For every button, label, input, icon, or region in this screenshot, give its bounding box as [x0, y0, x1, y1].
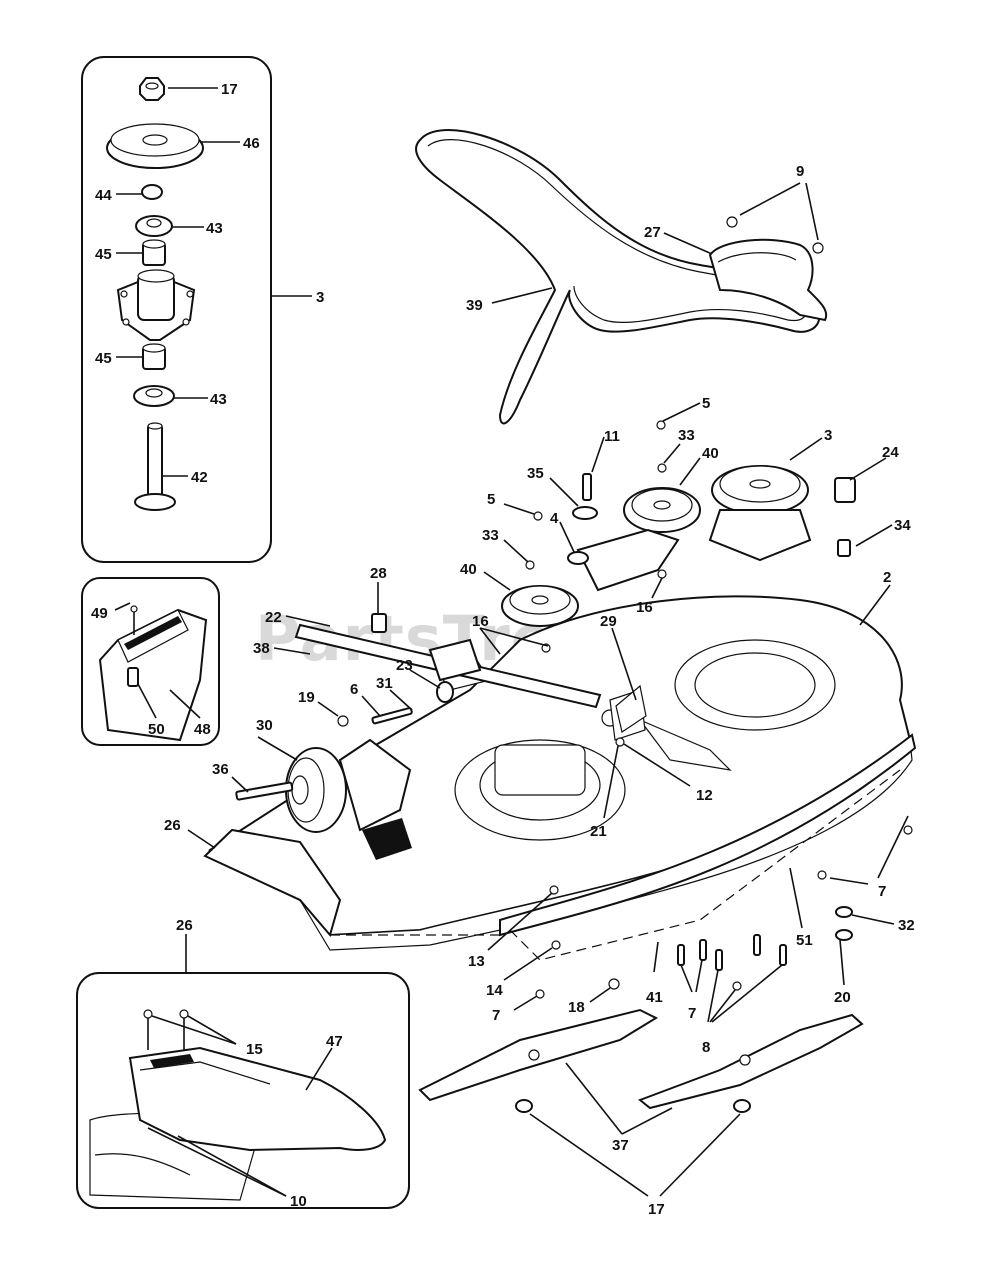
- callout-51: 51: [796, 932, 813, 949]
- callout-49: 49: [91, 605, 108, 622]
- callout-29: 29: [600, 613, 617, 630]
- belt-guard-27-icon: [708, 216, 828, 322]
- callout-8: 8: [702, 1039, 710, 1056]
- callout-19: 19: [298, 689, 315, 706]
- callout-50: 50: [148, 721, 165, 738]
- callout-5: 5: [487, 491, 495, 508]
- callout-20: 20: [834, 989, 851, 1006]
- nut-17-icon: [139, 77, 165, 101]
- blade-nut-17-left-icon: [515, 1099, 533, 1113]
- callout-43: 43: [206, 220, 223, 237]
- chute-guard-inset: 49 50 48: [81, 577, 220, 746]
- callout-9: 9: [796, 163, 804, 180]
- callout-11: 11: [604, 428, 620, 445]
- discharge-deflector-26-icon: [203, 828, 342, 938]
- baffle-51-icon: [330, 733, 917, 961]
- callout-35: 35: [527, 465, 544, 482]
- callout-27: 27: [644, 224, 661, 241]
- callout-40: 40: [460, 561, 477, 578]
- callout-12: 12: [696, 787, 713, 804]
- callout-30: 30: [256, 717, 273, 734]
- callout-28: 28: [370, 565, 387, 582]
- idler-arm-rod-icon: [294, 613, 647, 747]
- callout-15: 15: [246, 1041, 263, 1058]
- anti-scalp-wheel-30-icon: [285, 738, 412, 833]
- callout-31: 31: [376, 675, 393, 692]
- callout-48: 48: [194, 721, 211, 738]
- drive-belt-39-icon: [415, 129, 821, 425]
- callout-40: 40: [702, 445, 719, 462]
- callout-36: 36: [212, 761, 229, 778]
- callout-16: 16: [472, 613, 489, 630]
- hardware-group-lower: [535, 825, 913, 999]
- callout-26: 26: [164, 817, 181, 834]
- bushing-45-top-icon: [142, 239, 166, 266]
- callout-37: 37: [612, 1137, 629, 1154]
- blade-nut-17-right-icon: [733, 1099, 751, 1113]
- callout-2: 2: [883, 569, 891, 586]
- bearing-43-bottom-icon: [133, 385, 175, 407]
- callout-6: 6: [350, 681, 358, 698]
- callout-10: 10: [290, 1193, 307, 1210]
- callout-33: 33: [482, 527, 499, 544]
- callout-23: 23: [396, 657, 413, 674]
- callout-7: 7: [878, 883, 886, 900]
- discharge-chute-inset: 15 47 10: [76, 972, 410, 1210]
- callout-47: 47: [326, 1033, 343, 1050]
- callout-44: 44: [95, 187, 112, 204]
- callout-45: 45: [95, 246, 112, 263]
- callout-13: 13: [468, 953, 485, 970]
- callout-26: 26: [176, 917, 193, 934]
- hardware-group-upper: [525, 420, 856, 579]
- spindle-shaft-42-icon: [134, 422, 176, 511]
- callout-7: 7: [688, 1005, 696, 1022]
- mower-deck-2-icon: [208, 595, 913, 951]
- callout-7: 7: [492, 1007, 500, 1024]
- callout-16: 16: [636, 599, 653, 616]
- callout-3: 3: [316, 289, 324, 306]
- spindle-housing-icon: [116, 269, 196, 341]
- callout-17: 17: [648, 1201, 665, 1218]
- idler-pulley-40-top-icon: [576, 487, 701, 592]
- bolt-36-icon: [235, 781, 294, 801]
- callout-22: 22: [265, 609, 282, 626]
- callout-32: 32: [898, 917, 915, 934]
- callout-14: 14: [486, 982, 503, 999]
- callout-17: 17: [221, 81, 238, 98]
- spacer-44-icon: [141, 184, 163, 200]
- callout-38: 38: [253, 640, 270, 657]
- bearing-43-top-icon: [135, 215, 173, 237]
- callout-45: 45: [95, 350, 112, 367]
- callout-42: 42: [191, 469, 208, 486]
- mower-blade-37-left-icon: [418, 1008, 659, 1102]
- callout-4: 4: [550, 510, 559, 527]
- callout-41: 41: [646, 989, 663, 1006]
- callout-5: 5: [702, 395, 710, 412]
- callout-46: 46: [243, 135, 260, 152]
- spindle-pulley-3-icon: [708, 465, 812, 562]
- callout-43: 43: [210, 391, 227, 408]
- callout-33: 33: [678, 427, 695, 444]
- bushing-45-bottom-icon: [142, 343, 166, 370]
- callout-34: 34: [894, 517, 911, 534]
- callout-21: 21: [590, 823, 607, 840]
- mower-blade-37-right-icon: [638, 1013, 864, 1110]
- idler-pulley-40-bottom-icon: [501, 585, 579, 627]
- callout-24: 24: [882, 444, 899, 461]
- spindle-assembly-inset: 17 46 44 43 45 45 43 42 3: [81, 56, 324, 563]
- callout-18: 18: [568, 999, 585, 1016]
- pulley-46-icon: [106, 123, 204, 169]
- callout-39: 39: [466, 297, 483, 314]
- callout-3: 3: [824, 427, 832, 444]
